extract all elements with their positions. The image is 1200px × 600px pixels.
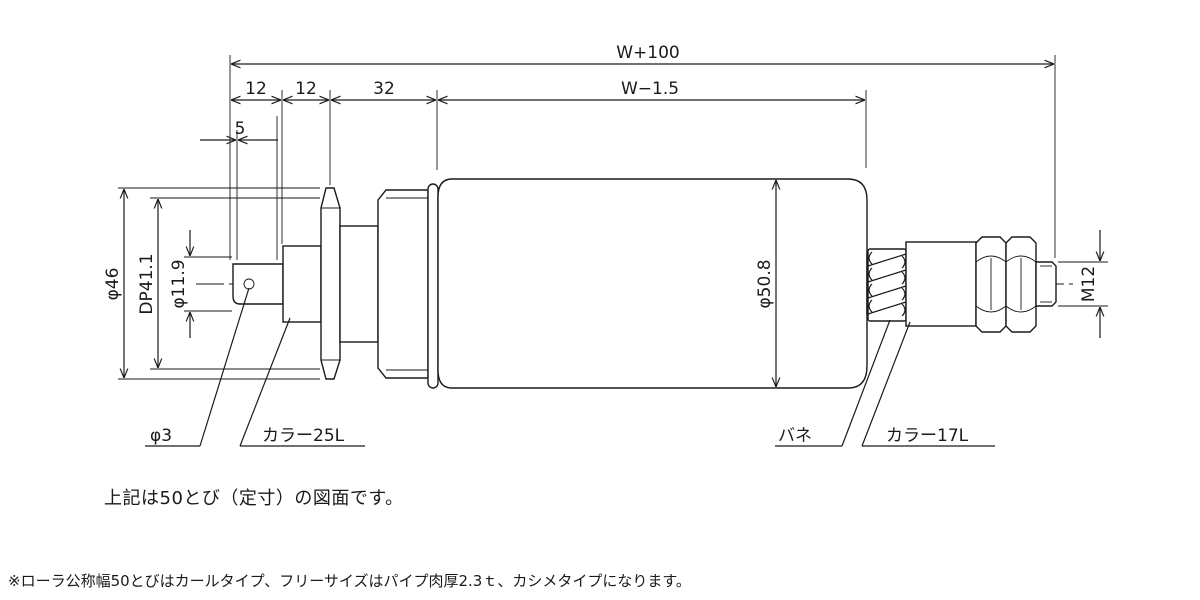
shaft-shoulder xyxy=(282,245,322,323)
right-collar xyxy=(905,241,977,327)
dim-thread: M12 xyxy=(1079,266,1099,302)
dim-body-length: W−1.5 xyxy=(621,79,679,99)
footnote: ※ローラ公称幅50とびはカールタイプ、フリーサイズはパイプ肉厚2.3ｔ、カシメタ… xyxy=(8,572,691,590)
label-collar-left: カラー25L xyxy=(262,426,345,446)
roller-tube xyxy=(437,178,868,389)
threaded-stud xyxy=(1035,261,1057,307)
hex-nuts xyxy=(975,236,1037,333)
label-spring: バネ xyxy=(778,426,812,446)
dim-seg3: 32 xyxy=(373,79,395,99)
dim-dia11: φ11.9 xyxy=(169,259,189,308)
dim-dia50: φ50.8 xyxy=(755,259,775,308)
dim-overall: W+100 xyxy=(616,43,680,63)
left-shaft xyxy=(232,263,284,305)
label-collar-right: カラー17L xyxy=(886,426,969,446)
bearing-neck xyxy=(339,225,379,343)
label-hole: φ3 xyxy=(150,426,172,446)
dim-seg2: 12 xyxy=(295,79,317,99)
bearing-housing xyxy=(377,189,429,379)
dim-seg1: 12 xyxy=(245,79,267,99)
dim-dia46: φ46 xyxy=(103,268,123,301)
drawing-caption: 上記は50とび（定寸）の図面です。 xyxy=(104,488,404,509)
spring xyxy=(867,248,907,322)
dim-dp: DP41.1 xyxy=(137,253,157,314)
flange xyxy=(320,187,341,380)
dim-seg-small: 5 xyxy=(235,119,246,139)
tube-curl-lip xyxy=(427,183,439,389)
